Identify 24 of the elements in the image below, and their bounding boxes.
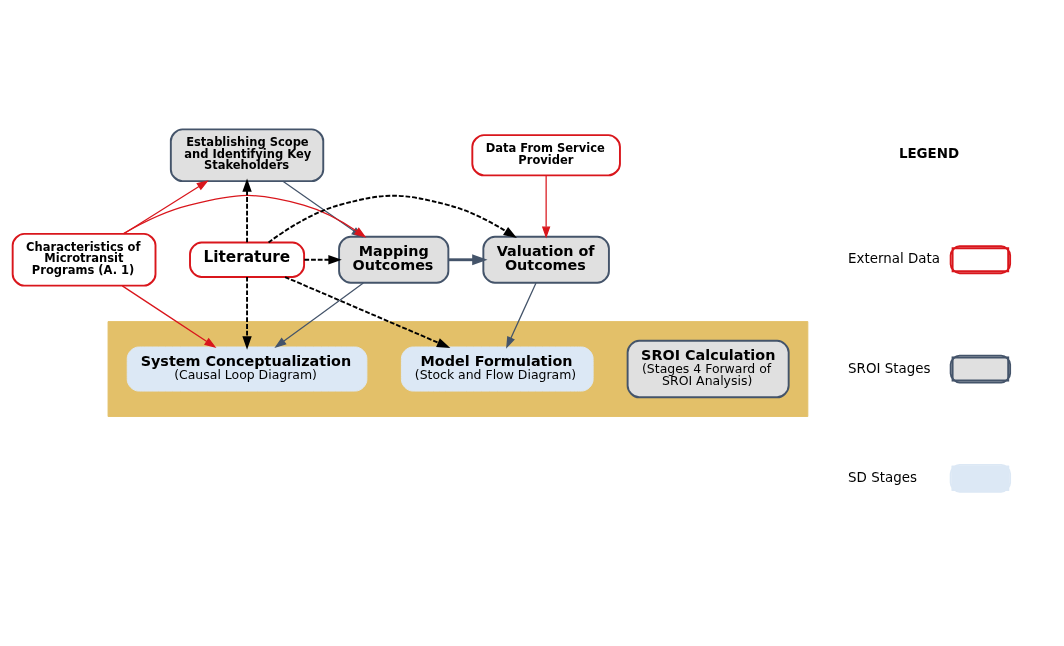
node-box: Data From Service Provider [471,133,621,176]
node-box: SROI Calculation (Stages 4 Forward of SROI Analysis) [626,339,790,398]
legend-label: SROI Stages [848,360,931,376]
node-box: Valuation of Outcomes [482,235,610,284]
arrow [121,284,217,348]
label: LEGEND [898,145,960,161]
node-box: Characteristics of Microtransit Programs (A. 1) [11,232,157,287]
node-box: Establishing Scope and Identifying Key Stakeholders [169,127,325,182]
arrow [284,275,451,348]
arrow [541,174,551,239]
node-box: Model Formulation (Stock and Flow Diagram) [400,346,594,392]
cluster [107,320,809,417]
legend-label: SD Stages [848,469,917,485]
arrow [506,281,537,349]
node-box: Literature [189,241,306,278]
arrow [274,281,364,348]
arrow [303,254,342,264]
arrow [448,253,488,265]
node-box: Mapping Outcomes [338,235,450,284]
arrow [267,194,517,243]
arrow [242,177,252,243]
legend-label: External Data [848,250,941,266]
node-box: System Conceptualization (Causal Loop Diagram) [126,346,368,392]
arrow [242,275,252,350]
